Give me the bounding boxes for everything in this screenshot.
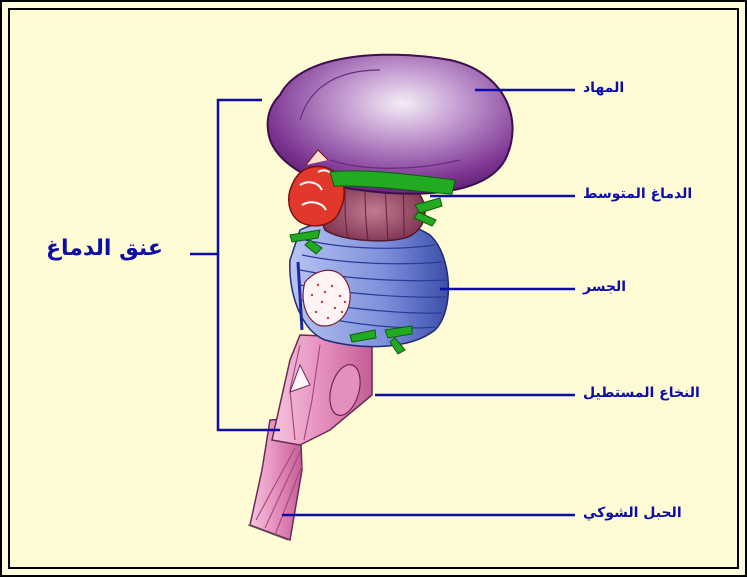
- medulla-label: النخاع المستطيل: [583, 385, 700, 401]
- midbrain-label: الدماغ المتوسط: [583, 186, 692, 202]
- brainstem-label: عنق الدماغ: [46, 236, 163, 261]
- medulla-shape: [272, 335, 372, 445]
- thalamus-label: المهاد: [583, 80, 624, 96]
- brainstem-bracket: [190, 100, 280, 430]
- spinal-cord-label: الحبل الشوكي: [583, 505, 682, 521]
- pons-label: الجسر: [583, 279, 626, 295]
